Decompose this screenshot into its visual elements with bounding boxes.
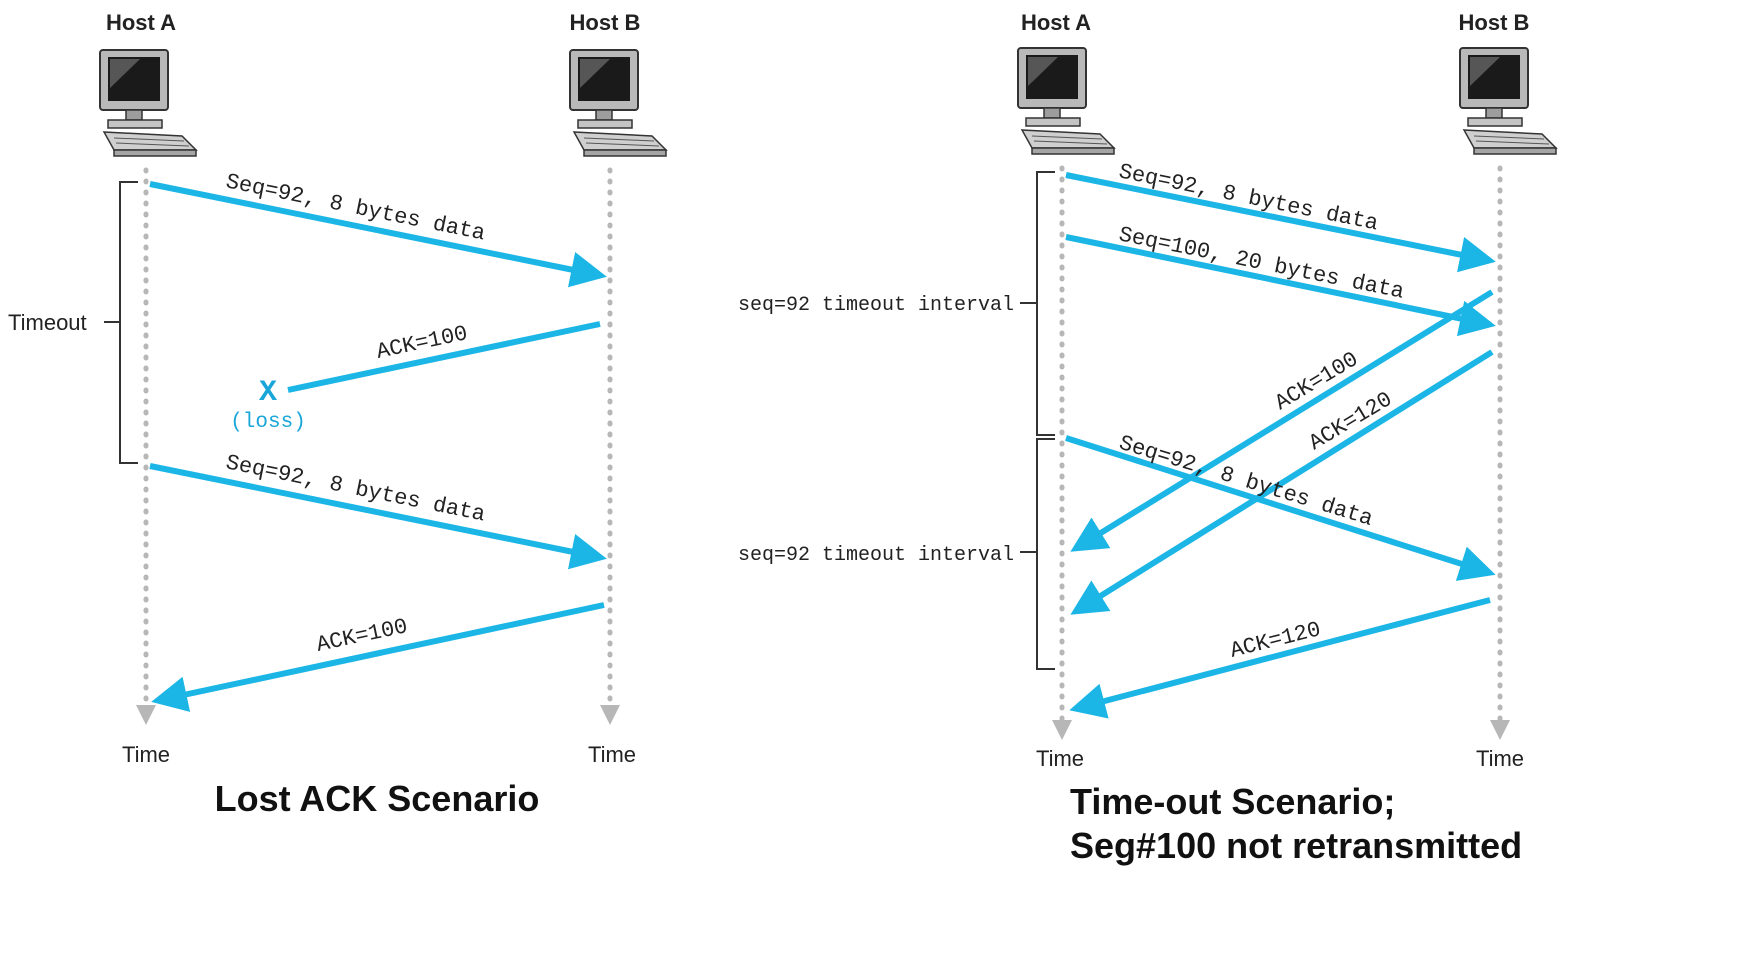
host-b-time-label: Time (588, 742, 636, 767)
arrow-ack100 (151, 602, 605, 712)
computer-icon (1017, 47, 1115, 155)
arrow-seq92-retx (1065, 435, 1496, 581)
host-b-label: Host B (1459, 10, 1530, 35)
lost-ack-scenario: Host A Host B Time Time Timeout Seq=92, … (8, 10, 667, 819)
arrow-seq92-retx (149, 463, 607, 570)
host-a-time-label: Time (122, 742, 170, 767)
loss-label: (loss) (230, 411, 306, 434)
host-b-time-label: Time (1476, 746, 1524, 771)
right-caption-line2: Seg#100 not retransmitted (1070, 825, 1522, 866)
loss-x-icon: X (259, 376, 277, 410)
right-caption-line1: Time-out Scenario; (1070, 781, 1395, 822)
computer-icon (569, 49, 667, 157)
arrow-ack100 (1070, 289, 1494, 552)
host-b-label: Host B (570, 10, 641, 35)
arrow-ack120-final (1069, 597, 1491, 719)
msg-ack100-label: ACK=100 (374, 321, 470, 365)
arrow-seq100 (1065, 234, 1496, 337)
timeout2-bracket (1036, 438, 1055, 670)
timeout-bracket (119, 181, 138, 464)
left-caption: Lost ACK Scenario (215, 778, 540, 819)
arrow-ack120 (1070, 349, 1494, 615)
computer-icon (1459, 47, 1557, 155)
computer-icon (99, 49, 197, 157)
host-a-time-label: Time (1036, 746, 1084, 771)
host-a-label: Host A (1021, 10, 1091, 35)
timeout-label: Timeout (8, 310, 87, 335)
timeout1-label: seq=92 timeout interval (738, 294, 1014, 317)
msg-seq92-label: Seq=92, 8 bytes data (1117, 159, 1381, 236)
arrow-seq92 (1065, 172, 1496, 273)
host-a-label: Host A (106, 10, 176, 35)
timeout1-bracket (1036, 171, 1055, 436)
arrow-seq92 (149, 181, 607, 288)
timeout-scenario: Host A Host B Time Time seq=92 timeout i… (738, 10, 1557, 866)
arrow-ack100-lost (287, 321, 601, 393)
timeout2-label: seq=92 timeout interval (738, 544, 1014, 567)
